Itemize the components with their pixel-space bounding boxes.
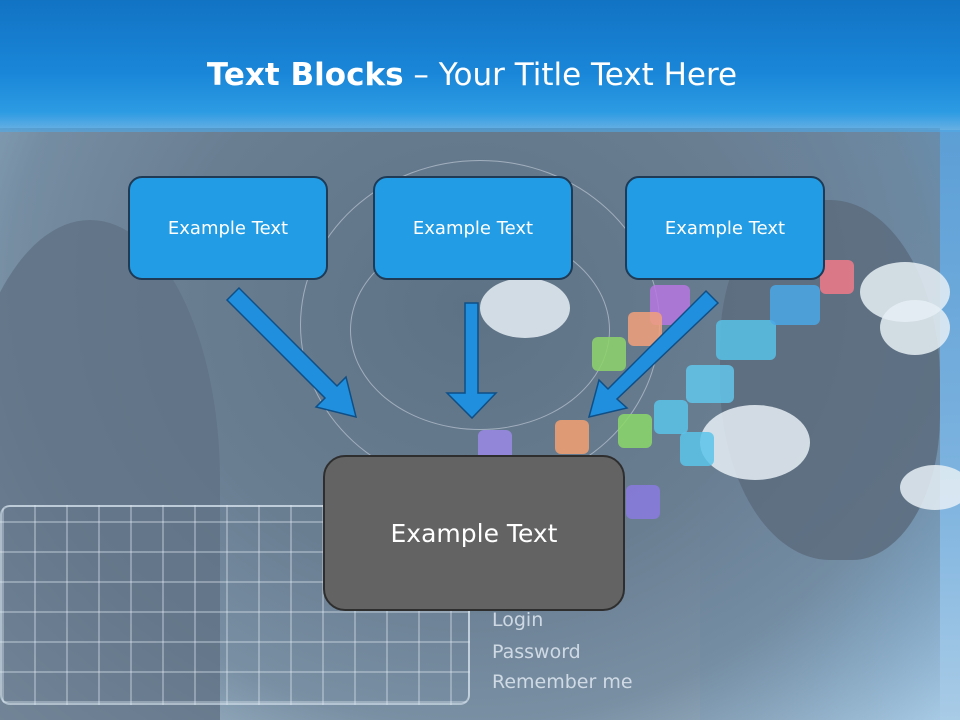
cloud xyxy=(700,405,810,480)
login-label: Login xyxy=(492,609,544,631)
contacts-app-icon xyxy=(626,485,660,519)
slide-title: Text Blocks – Your Title Text Here xyxy=(0,52,944,98)
cloud xyxy=(880,300,950,355)
title-band xyxy=(0,0,960,132)
example-text-box-center: Example Text xyxy=(323,455,625,611)
left-arm xyxy=(0,220,220,720)
cloud xyxy=(480,278,570,338)
video-app-icon xyxy=(770,285,820,325)
example-text-box-1: Example Text xyxy=(128,176,328,280)
like-app-icon xyxy=(716,320,776,360)
title-bold: Text Blocks xyxy=(206,57,404,93)
arrow-left-down-right xyxy=(225,286,358,419)
title-rest: Your Title Text Here xyxy=(438,57,738,93)
music-app-icon xyxy=(820,260,854,294)
cart-app-icon xyxy=(555,420,589,454)
arrow-right-down-left xyxy=(587,289,720,419)
mail-app-icon xyxy=(592,337,626,371)
arrow-center-down xyxy=(445,302,498,420)
cloud xyxy=(900,465,960,510)
example-text-box-2: Example Text xyxy=(373,176,573,280)
like-app-icon xyxy=(680,432,714,466)
mail-app-icon xyxy=(618,414,652,448)
title-dash: – xyxy=(403,57,439,93)
remember-me-label: Remember me xyxy=(492,671,633,693)
password-label: Password xyxy=(492,641,581,663)
like-app-icon xyxy=(654,400,688,434)
example-text-box-3: Example Text xyxy=(625,176,825,280)
like-app-icon xyxy=(686,365,734,403)
